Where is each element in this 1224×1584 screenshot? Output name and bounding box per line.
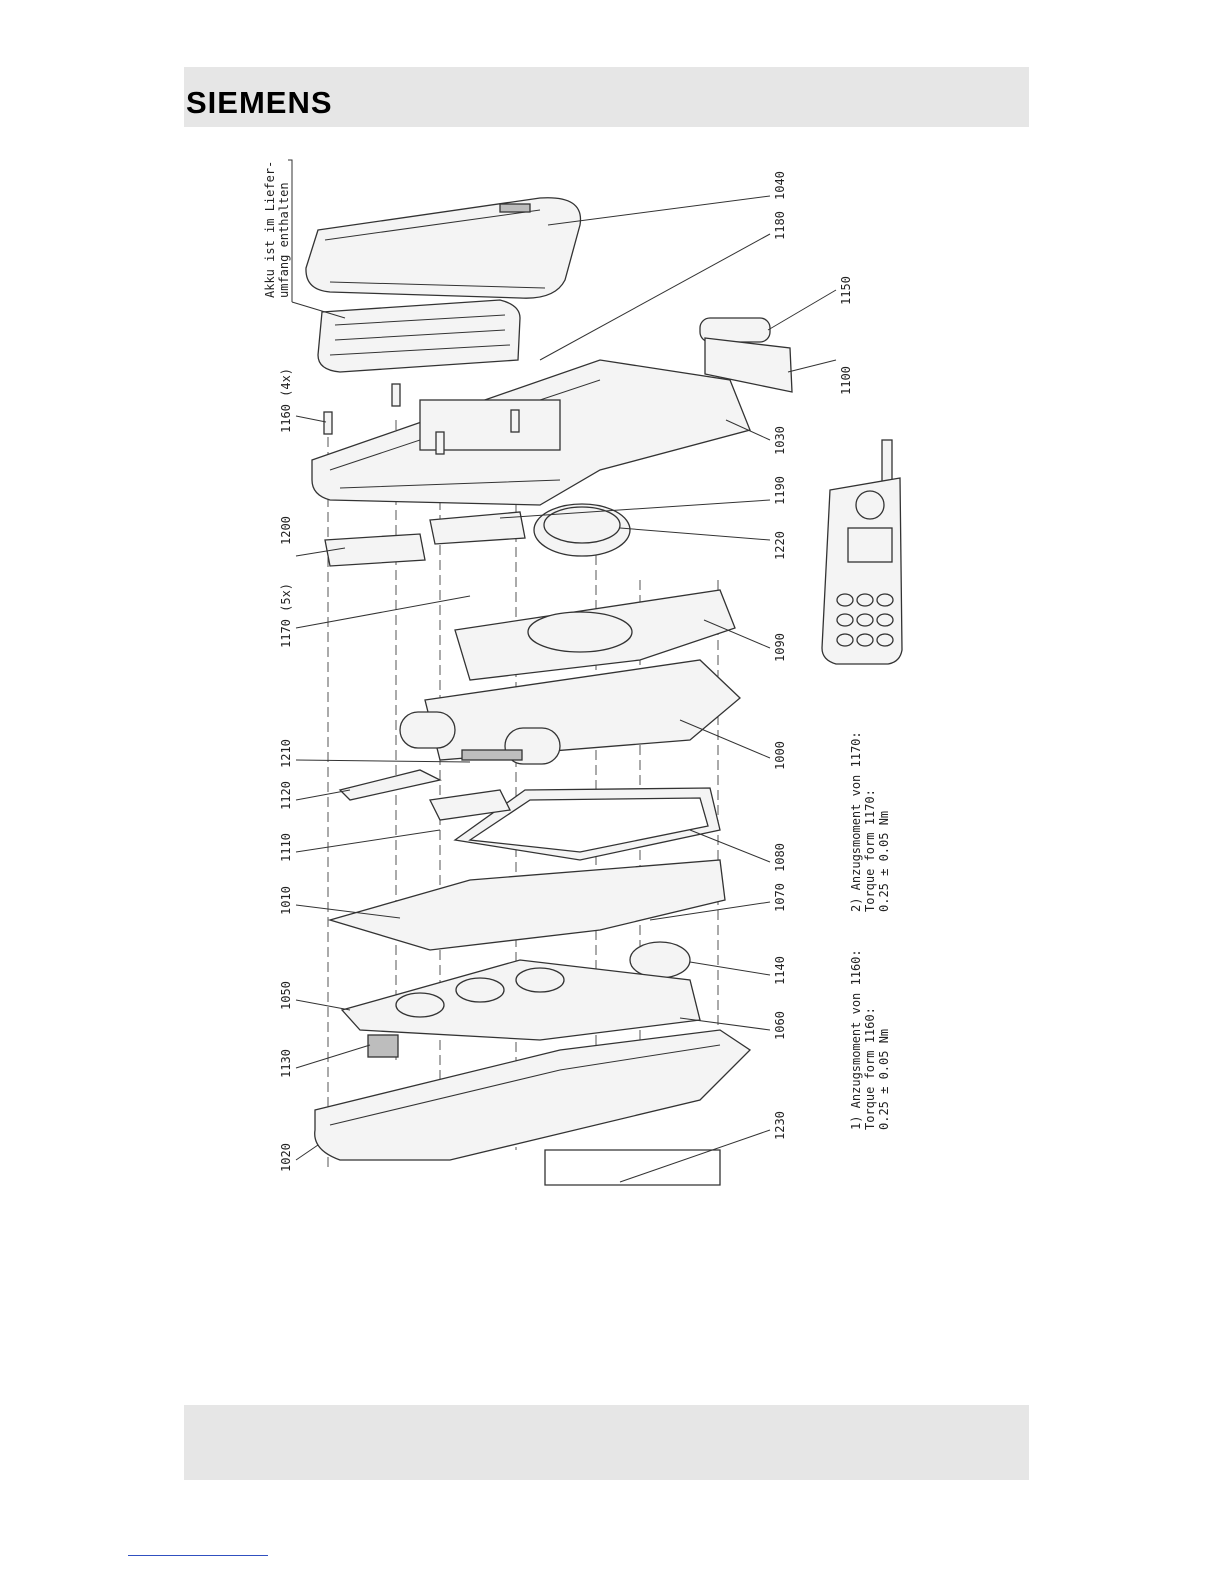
label-1160: 1160 (4x) — [279, 368, 293, 433]
torque-notes: 1) Anzugsmoment von 1160: Torque form 11… — [849, 731, 891, 1130]
label-1150: 1150 — [839, 276, 853, 305]
label-1200: 1200 — [279, 516, 293, 545]
battery-cover — [306, 198, 581, 298]
battery-note-line2: umfang enthalten — [277, 182, 291, 298]
buzzer — [630, 942, 690, 978]
label-1070: 1070 — [773, 883, 787, 912]
connector-module — [325, 512, 525, 566]
main-pcb — [400, 660, 740, 764]
label-1130: 1130 — [279, 1049, 293, 1078]
torque-note2-line3: 0.25 ± 0.05 Nm — [877, 811, 891, 912]
torque-note1-line1: 1) Anzugsmoment von 1160: — [849, 949, 863, 1130]
torque-note2-line1: 2) Anzugsmoment von 1170: — [849, 731, 863, 912]
torque-note1-line3: 0.25 ± 0.05 Nm — [877, 1029, 891, 1130]
label-1060: 1060 — [773, 1011, 787, 1040]
label-1080: 1080 — [773, 843, 787, 872]
label-1170: 1170 (5x) — [279, 583, 293, 648]
label-1230: 1230 — [773, 1111, 787, 1140]
label-1100: 1100 — [839, 366, 853, 395]
label-1000: 1000 — [773, 741, 787, 770]
label-1040: 1040 — [773, 171, 787, 200]
torque-note2-line2: Torque form 1170: — [863, 789, 877, 912]
label-1220: 1220 — [773, 531, 787, 560]
label-1030: 1030 — [773, 426, 787, 455]
label-1050: 1050 — [279, 981, 293, 1010]
bottom-rule — [128, 1555, 268, 1556]
footer-bar — [184, 1405, 1029, 1480]
label-1110: 1110 — [279, 833, 293, 862]
torque-note1-line2: Torque form 1160: — [863, 1007, 877, 1130]
shield-plate — [330, 860, 725, 950]
microphone — [368, 1035, 398, 1057]
battery-note: Akku ist im Liefer- umfang enthalten — [263, 161, 291, 298]
label-1190: 1190 — [773, 476, 787, 505]
label-1020: 1020 — [279, 1143, 293, 1172]
rear-housing — [312, 360, 750, 505]
label-1010: 1010 — [279, 886, 293, 915]
label-1140: 1140 — [773, 956, 787, 985]
label-1090: 1090 — [773, 633, 787, 662]
speaker — [534, 504, 630, 556]
battery-pack — [318, 300, 520, 372]
label-1210: 1210 — [279, 739, 293, 768]
label-1180: 1180 — [773, 211, 787, 240]
label-sheet — [545, 1150, 720, 1185]
label-1120: 1120 — [279, 781, 293, 810]
assembled-phone-illustration — [822, 440, 902, 664]
battery-note-line1: Akku ist im Liefer- — [263, 161, 277, 298]
